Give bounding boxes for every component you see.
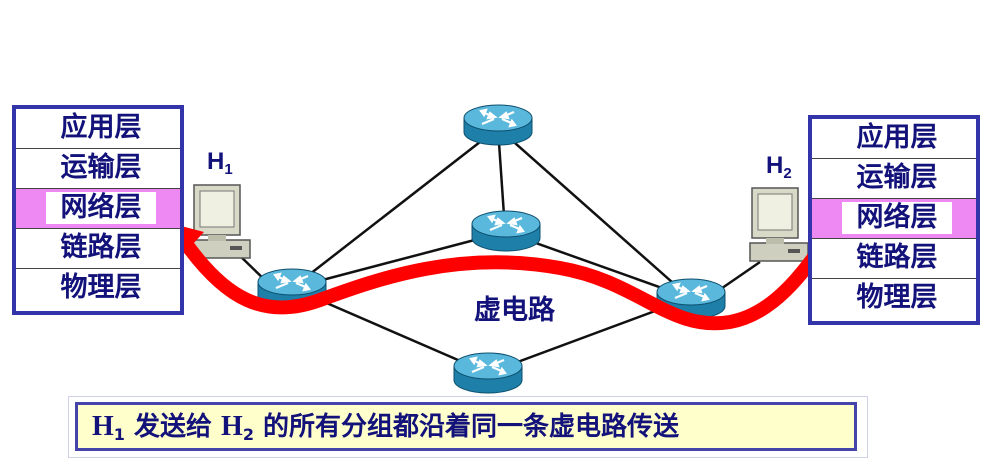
router-icon	[452, 351, 524, 395]
layer-physical: 物理层	[16, 269, 180, 309]
protocol-stack-left: 应用层 运输层 网络层 链路层 物理层	[12, 105, 184, 315]
link-r-left-r-mid	[291, 230, 506, 290]
host-letter: H	[766, 152, 784, 179]
layer-label: 网络层	[46, 192, 156, 224]
router-icon	[462, 103, 534, 147]
caption-verb: 发送给	[124, 412, 222, 442]
layer-label: 应用层	[842, 122, 952, 154]
router-bottom	[452, 351, 524, 395]
host-computer-icon	[749, 187, 809, 262]
layer-application: 应用层	[16, 109, 180, 149]
layer-label: 运输层	[842, 162, 952, 194]
link-r-top-r-right	[497, 127, 691, 299]
virtual-circuit-label: 虚电路	[468, 286, 561, 329]
caption-host2-letter: H	[221, 411, 243, 442]
link-r-top-r-left	[291, 127, 499, 289]
host-subscript: 1	[224, 161, 233, 178]
layer-label: 应用层	[46, 112, 156, 144]
layer-label: 链路层	[46, 232, 156, 264]
caption-rest: 的所有分组都沿着同一条虚电路传送	[253, 412, 680, 442]
protocol-stack-right: 应用层 运输层 网络层 链路层 物理层	[808, 115, 980, 325]
layer-physical: 物理层	[812, 279, 976, 319]
layer-label: 运输层	[46, 152, 156, 184]
layer-network: 网络层	[16, 189, 180, 229]
layer-transport: 运输层	[812, 159, 976, 199]
layer-network: 网络层	[812, 199, 976, 239]
layer-link: 链路层	[16, 229, 180, 269]
caption-box: H1 发送给 H2 的所有分组都沿着同一条虚电路传送	[68, 396, 868, 458]
layer-label: 物理层	[842, 282, 952, 314]
host-label-h1: H1	[207, 148, 233, 178]
layer-label: 物理层	[46, 272, 156, 304]
host-computer-icon	[191, 184, 251, 259]
layer-label: 链路层	[842, 242, 952, 274]
virtual-circuit-path	[175, 228, 837, 331]
host-subscript: 2	[783, 165, 792, 182]
host-letter: H	[207, 148, 225, 175]
layer-transport: 运输层	[16, 149, 180, 189]
router-top	[462, 103, 534, 147]
layer-application: 应用层	[812, 119, 976, 159]
router-icon	[470, 209, 542, 253]
caption-host2-sub: 2	[242, 425, 254, 444]
router-middle	[470, 209, 542, 253]
caption-host1-letter: H	[92, 411, 114, 442]
caption-text: H1 发送给 H2 的所有分组都沿着同一条虚电路传送	[75, 402, 857, 451]
host-label-h2: H2	[766, 152, 792, 182]
layer-link: 链路层	[812, 239, 976, 279]
layer-label: 网络层	[842, 202, 952, 234]
caption-host1-sub: 1	[113, 425, 125, 444]
